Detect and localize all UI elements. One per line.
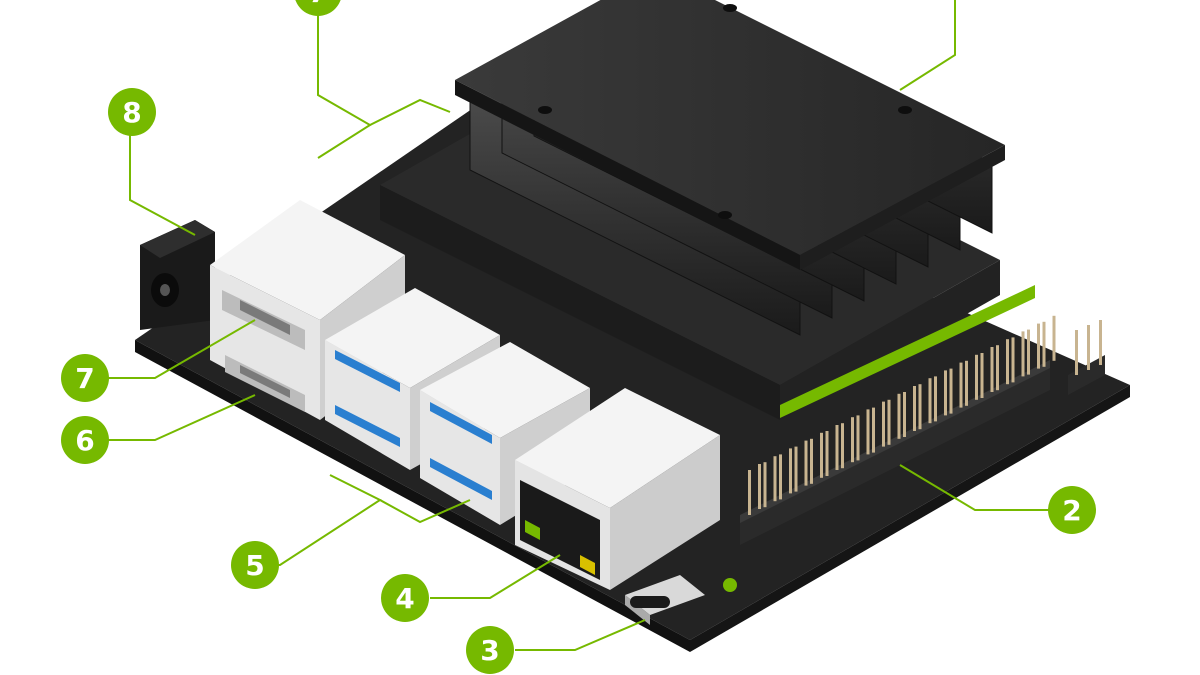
- leader-5b: [379, 499, 471, 524]
- header-pin: [1052, 315, 1056, 361]
- header-pin: [882, 401, 885, 447]
- header-pin: [965, 360, 968, 406]
- header-pin: [835, 425, 839, 470]
- header-pin: [975, 354, 978, 400]
- header-pin: [779, 454, 782, 500]
- header-pin: [903, 392, 906, 437]
- callout-7-label: 7: [75, 362, 94, 395]
- header-pin: [918, 384, 922, 430]
- header-pin: [897, 393, 901, 439]
- header-pin: [841, 423, 844, 469]
- leader-2: [899, 464, 1070, 511]
- header-pin: [872, 407, 875, 453]
- header-pin: [794, 446, 798, 492]
- callout-6-label: 6: [75, 424, 94, 457]
- header-pin: [1021, 331, 1025, 377]
- callout-7: 7: [61, 354, 109, 402]
- header-pin: [851, 417, 854, 463]
- header-pin: [789, 448, 792, 494]
- callout-2-label: 2: [1062, 494, 1081, 527]
- leader-3: [515, 619, 646, 651]
- leader-7c: [369, 98, 451, 126]
- callout-8: 8: [108, 88, 156, 136]
- ethernet-port: [515, 388, 720, 590]
- callout-6: 6: [61, 416, 109, 464]
- header-pin: [990, 347, 994, 392]
- header-pin: [1037, 323, 1040, 369]
- header-pin: [928, 378, 932, 424]
- header-pin: [763, 462, 767, 508]
- callout-4: 4: [381, 574, 429, 622]
- header-pin: [804, 440, 808, 486]
- callout-1-label: 7: [308, 0, 327, 9]
- heatsink: [380, 0, 1035, 420]
- micro-usb-port: [625, 575, 705, 625]
- leader-1: [899, 0, 956, 91]
- header-pin: [758, 464, 761, 509]
- carrier-board: [135, 100, 1130, 652]
- callout-2: 2: [1048, 486, 1096, 534]
- leader-7b: [317, 0, 372, 159]
- header-pin: [748, 470, 751, 515]
- callout-3-label: 3: [480, 634, 499, 667]
- header-pin: [944, 370, 947, 416]
- gpio-header: [740, 315, 1056, 545]
- header-pin: [1027, 329, 1030, 375]
- header-pin: [810, 438, 813, 484]
- header-pin: [1011, 337, 1015, 383]
- header-pin: [773, 456, 777, 502]
- header-pin: [1042, 321, 1046, 367]
- header-pin: [996, 345, 999, 391]
- fan-header: [1068, 320, 1105, 395]
- header-pin: [856, 415, 860, 461]
- header-pin: [913, 386, 916, 431]
- callout-8-label: 8: [122, 96, 141, 129]
- status-led: [723, 578, 737, 592]
- callout-4-label: 4: [395, 582, 414, 615]
- header-pin: [1006, 339, 1009, 385]
- header-pin: [887, 399, 891, 445]
- header-pin: [980, 353, 984, 398]
- header-pin: [820, 432, 823, 478]
- header-pin: [866, 409, 870, 455]
- header-pin: [949, 368, 953, 414]
- callout-1: 7: [295, 0, 341, 16]
- header-pin: [934, 376, 937, 422]
- callout-3: 3: [466, 626, 514, 674]
- dc-barrel-jack: [140, 220, 215, 330]
- callout-5: 5: [231, 541, 279, 589]
- leader-4: [430, 554, 561, 599]
- callout-5-label: 5: [245, 549, 264, 582]
- header-pin: [959, 362, 963, 408]
- leader-8: [129, 112, 196, 236]
- header-pin: [825, 431, 829, 476]
